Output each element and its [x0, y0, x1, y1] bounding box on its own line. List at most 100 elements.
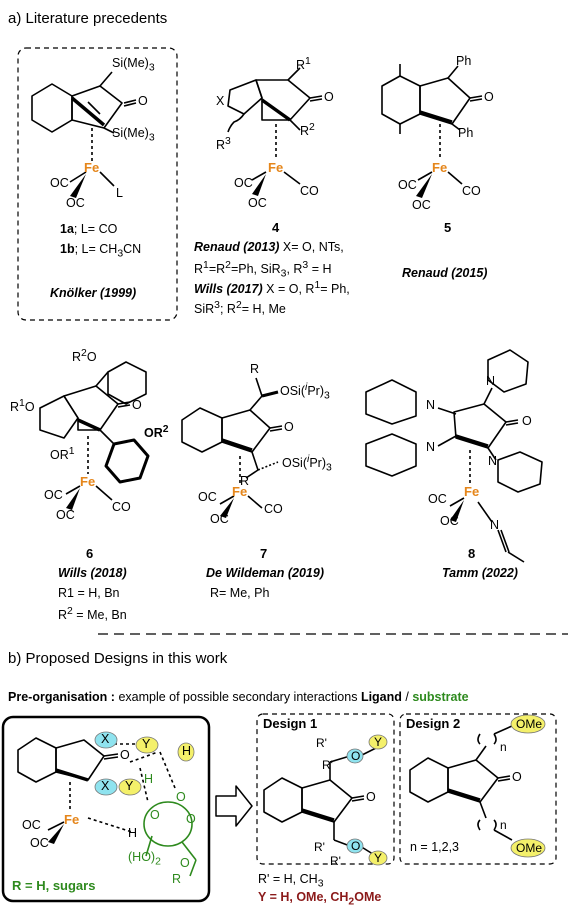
c6-r2: R2 = Me, Bn [58, 606, 127, 623]
c4-fe: Fe [268, 160, 284, 175]
c5-reference: Renaud (2015) [402, 266, 488, 280]
c7-osi2: OSi(iPr)3 [282, 454, 332, 474]
c6-r1o: R1O [10, 398, 35, 415]
legend-r: R' = H, CH3 [258, 872, 324, 890]
c4-line1: Renaud (2013) X= O, NTs, [194, 240, 344, 254]
compound-6-structure [39, 361, 150, 510]
c5-oc2: OC [412, 198, 431, 212]
box-y2: Y [125, 779, 134, 793]
c7-r-mid: R [240, 474, 250, 488]
box-h1: H [182, 744, 192, 758]
c4-oxygen: O [324, 90, 334, 104]
design-2-n-range: n = 1,2,3 [410, 840, 459, 854]
c6-or1: OR1 [50, 446, 75, 463]
c8-n-right: N [488, 454, 498, 468]
c1-oxygen: O [138, 94, 148, 108]
c1-line2: 1b; L= CH3CN [60, 242, 142, 260]
c5-oxygen: O [484, 90, 494, 104]
box-oxygen: O [120, 748, 130, 762]
box-o-ring4: O [180, 856, 190, 870]
c5-number: 5 [444, 220, 452, 235]
design-1-o2: O [351, 839, 361, 853]
c1-ligand: L [116, 186, 123, 200]
design-1-r1: R' [316, 736, 327, 750]
c6-r2o: R2O [72, 348, 97, 365]
design-2-box [399, 713, 557, 865]
design-1-o1: O [351, 749, 361, 763]
c7-r-values: R= Me, Ph [210, 586, 270, 600]
c5-ph2: Ph [458, 126, 474, 140]
box-oc2: OC [30, 836, 49, 850]
box-o-ring3: O [186, 812, 196, 826]
c7-oc2: OC [210, 512, 229, 526]
design-2-ome1: OMe [516, 717, 543, 731]
c8-oc2: OC [440, 514, 459, 528]
c8-oxygen: O [522, 414, 532, 428]
c4-x: X [216, 94, 225, 108]
c8-number: 8 [468, 546, 476, 561]
box-h3: H [128, 826, 138, 840]
box-r: R [172, 872, 182, 886]
c7-number: 7 [260, 546, 268, 561]
c7-reference: De Wildeman (2019) [206, 566, 324, 580]
section-a-title: a) Literature precedents [8, 10, 168, 27]
c1-si-top: Si(Me)3 [112, 56, 155, 74]
c7-co: CO [264, 502, 283, 516]
c1-si-bottom: Si(Me)3 [112, 126, 155, 144]
c6-fe: Fe [80, 474, 96, 489]
c5-co: CO [462, 184, 481, 198]
compound-8-structure [365, 349, 543, 563]
c1-reference: Knölker (1999) [50, 286, 137, 300]
design-2-n1: n [500, 740, 507, 754]
box-y1: Y [142, 737, 151, 751]
preorg-box [1, 715, 211, 903]
c6-r1: R1 = H, Bn [58, 586, 120, 600]
design-1-box [256, 713, 395, 865]
c1-fe: Fe [84, 160, 100, 175]
c6-oc1: OC [44, 488, 63, 502]
design-2-title: Design 2 [406, 716, 461, 731]
c6-reference: Wills (2018) [58, 566, 127, 580]
c8-fe: Fe [464, 484, 480, 499]
box-o-ring2: O [150, 808, 160, 822]
c4-oc2: OC [248, 196, 267, 210]
c7-osi1: OSi(iPr)3 [280, 382, 330, 402]
transition-arrow [215, 785, 253, 827]
c6-oxygen: O [132, 398, 142, 412]
box-ho2: (HO)2 [128, 850, 161, 868]
box-o-ring1: O [176, 790, 186, 804]
design-2-structure [409, 725, 513, 841]
section-b-title: b) Proposed Designs in this work [8, 650, 228, 667]
c4-number: 4 [272, 220, 280, 235]
compound-1-box [17, 47, 178, 321]
design-1-r3: R' [314, 840, 325, 854]
c7-fe: Fe [232, 484, 248, 499]
box-x2: X [101, 779, 110, 793]
highlights [94, 714, 546, 866]
box-x1: X [101, 732, 110, 746]
c8-n-left: N [426, 398, 436, 412]
compound-1-structure [31, 71, 137, 198]
box-h2: H [144, 772, 154, 786]
c6-co: CO [112, 500, 131, 514]
design-2-ome2: OMe [516, 841, 543, 855]
preorg-description: Pre-organisation : example of possible s… [8, 690, 469, 704]
design-2-oxygen: O [512, 770, 522, 784]
c5-fe: Fe [432, 160, 448, 175]
box-caption: R = H, sugars [12, 878, 96, 893]
c7-oxygen: O [284, 420, 294, 434]
c4-r1: R1 [296, 56, 311, 73]
box-oc1: OC [22, 818, 41, 832]
c4-co: CO [300, 184, 319, 198]
c8-oc1: OC [428, 492, 447, 506]
compound-5-structure [381, 64, 483, 198]
c1-oc1: OC [50, 176, 69, 190]
c7-oc1: OC [198, 490, 217, 504]
c5-oc1: OC [398, 178, 417, 192]
design-1-y1: Y [374, 735, 383, 749]
c1-oc2: OC [66, 196, 85, 210]
legend-y: Y = H, OMe, CH2OMe [258, 890, 382, 908]
c6-oc2: OC [56, 508, 75, 522]
c7-r-top: R [250, 362, 260, 376]
compound-4-structure [227, 67, 323, 196]
